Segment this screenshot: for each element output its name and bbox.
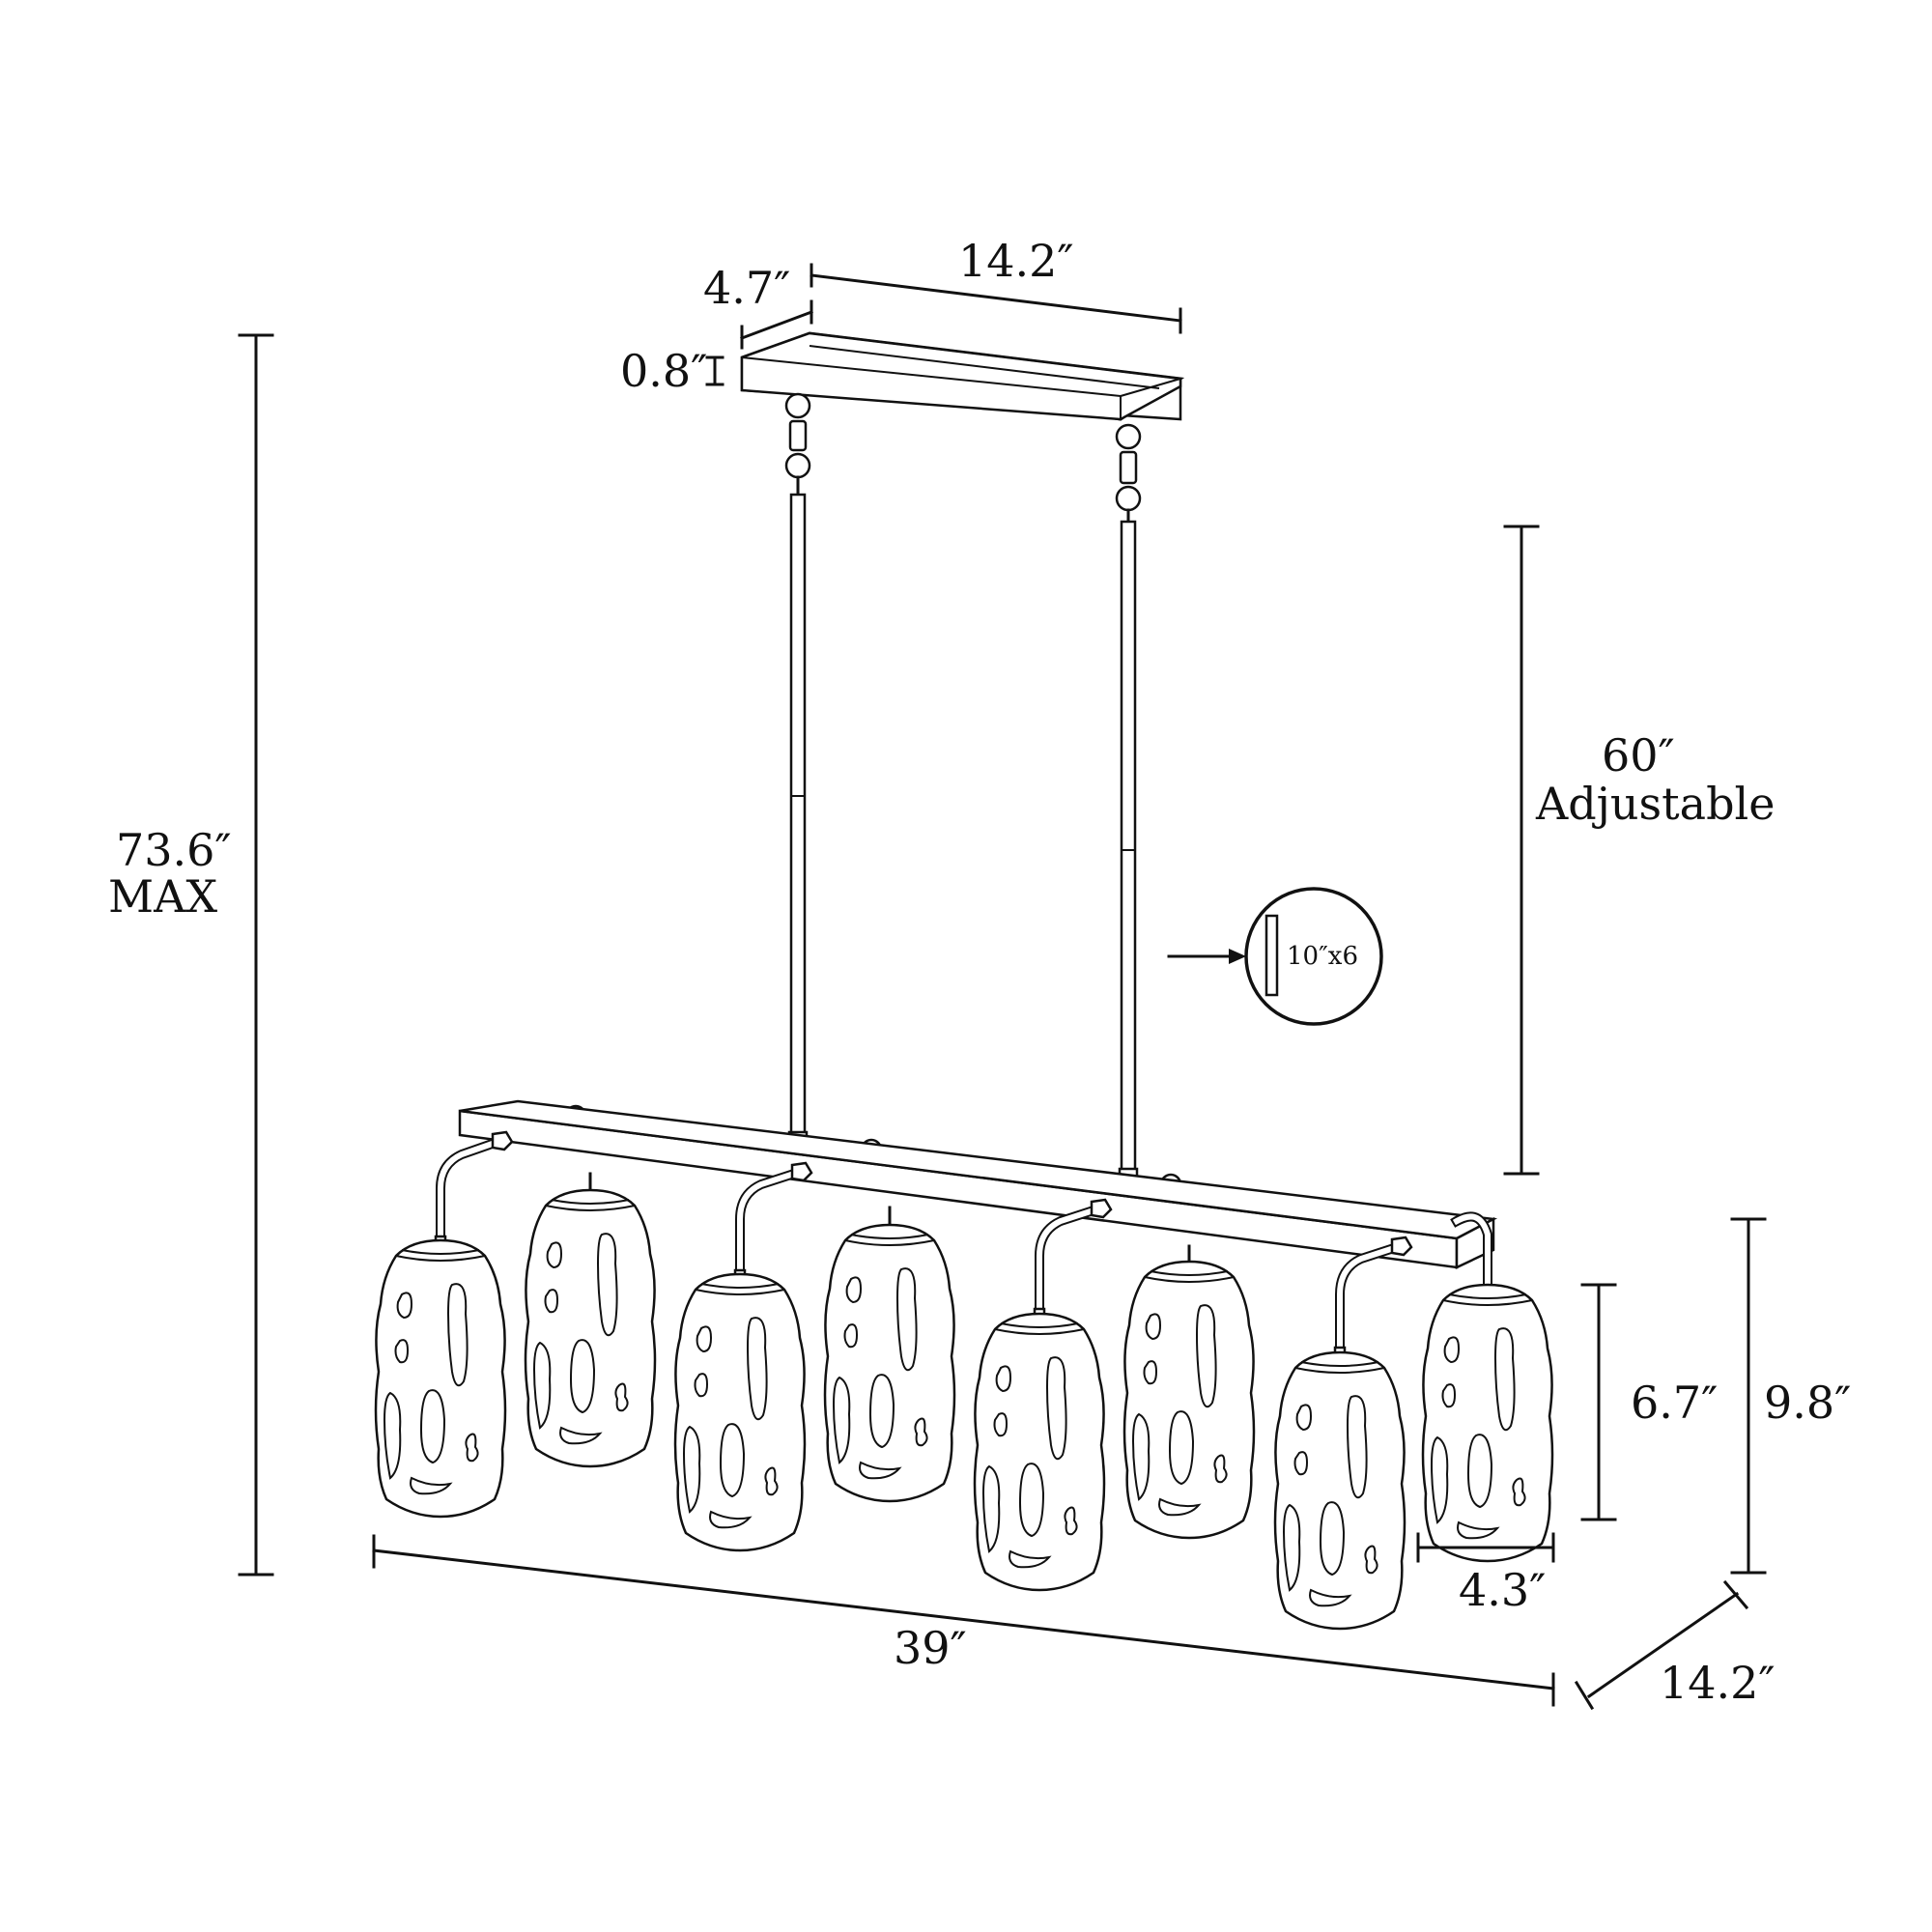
shade-8 <box>1421 1283 1554 1563</box>
shade-height-dimension: 6.7″ <box>1580 1283 1718 1521</box>
left-suspension <box>784 392 811 1150</box>
canopy-depth-label: 4.7″ <box>703 262 790 314</box>
canopy-height-label: 0.8″ <box>620 345 707 397</box>
shade-height-label: 6.7″ <box>1631 1377 1718 1429</box>
fixture-height-dimension: 9.8″ <box>1730 1217 1851 1575</box>
canopy-depth-dimension: 4.7″ <box>703 262 813 350</box>
shade-6 <box>1122 1244 1256 1540</box>
adjustable-length-label: 60″ <box>1602 729 1675 781</box>
overall-length-label: 39″ <box>894 1622 967 1674</box>
adjustable-length-dimension: 60″ Adjustable <box>1503 525 1775 1176</box>
overall-length-dimension: 39″ <box>372 1534 1555 1707</box>
total-height-dimension: 73.6″ MAX <box>108 333 274 1577</box>
right-suspension <box>1115 423 1142 1186</box>
shade-2 <box>524 1172 657 1468</box>
canopy-length-dimension: 14.2″ <box>810 235 1182 334</box>
shade-3 <box>673 1268 807 1552</box>
shade-7 <box>1273 1346 1406 1631</box>
rod-detail-label: 10″x6 <box>1287 942 1358 971</box>
adjustable-note: Adjustable <box>1535 778 1775 830</box>
total-height-label: 73.6″ <box>116 824 232 876</box>
overall-width-label: 14.2″ <box>1660 1657 1776 1709</box>
canopy-length-label: 14.2″ <box>958 235 1074 287</box>
shade-5 <box>973 1307 1106 1592</box>
canopy <box>740 331 1185 421</box>
shade-arms <box>436 1130 1492 1352</box>
total-height-note: MAX <box>108 870 217 923</box>
main-bar <box>458 1099 1498 1269</box>
overall-width-dimension: 14.2″ <box>1574 1579 1776 1711</box>
rod-detail-callout: 10″x6 <box>1167 887 1383 1026</box>
shade-1 <box>374 1235 507 1519</box>
shade-4 <box>823 1206 956 1503</box>
shade-width-dimension: 4.3″ <box>1416 1532 1555 1616</box>
fixture-height-label: 9.8″ <box>1764 1377 1851 1429</box>
canopy-height-dimension: 0.8″ <box>620 345 724 397</box>
shade-width-label: 4.3″ <box>1459 1564 1546 1616</box>
